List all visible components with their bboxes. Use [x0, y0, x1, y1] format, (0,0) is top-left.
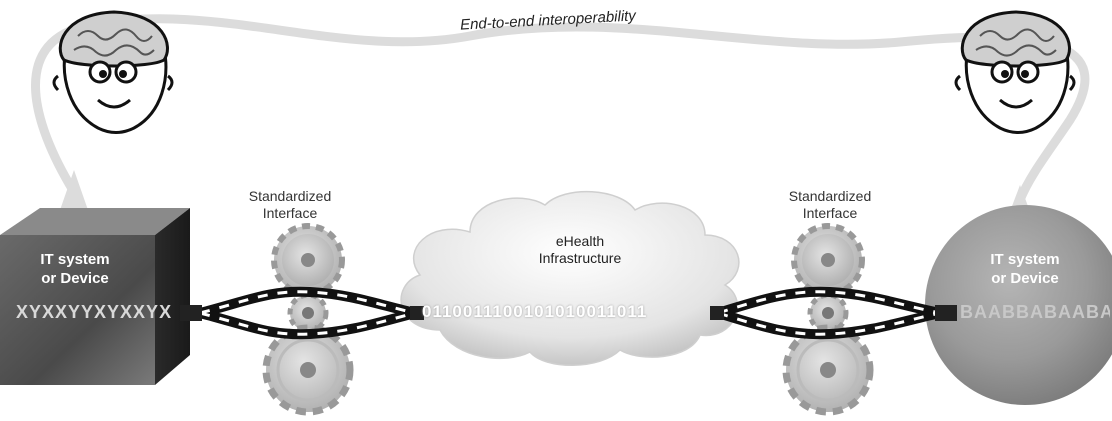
interoperability-path: [31, 14, 1090, 205]
gear-bottom-left-icon: [262, 324, 354, 416]
head-left-icon: [52, 10, 174, 134]
gear-middle-left-icon: [287, 292, 329, 334]
arrow-left-up: [60, 170, 88, 210]
gear-top-right-icon: [791, 223, 865, 297]
gear-bottom-right-icon: [782, 324, 874, 416]
gear-middle-right-icon: [807, 292, 849, 334]
device-code-left: XYXXYYXYXXYX: [16, 302, 173, 322]
ehealth-cloud: [400, 190, 740, 366]
cloud-bitstream: 0110011100101010011011: [422, 302, 648, 321]
head-right-icon: [954, 10, 1076, 134]
gear-top-left-icon: [271, 223, 345, 297]
it-system-cube-left: [0, 208, 190, 385]
connector-cable-right: [710, 286, 957, 340]
it-system-sphere-right: [925, 205, 1112, 405]
connector-cable-left: [180, 286, 424, 340]
device-code-right: BAABBABAABABBA: [960, 302, 1110, 322]
